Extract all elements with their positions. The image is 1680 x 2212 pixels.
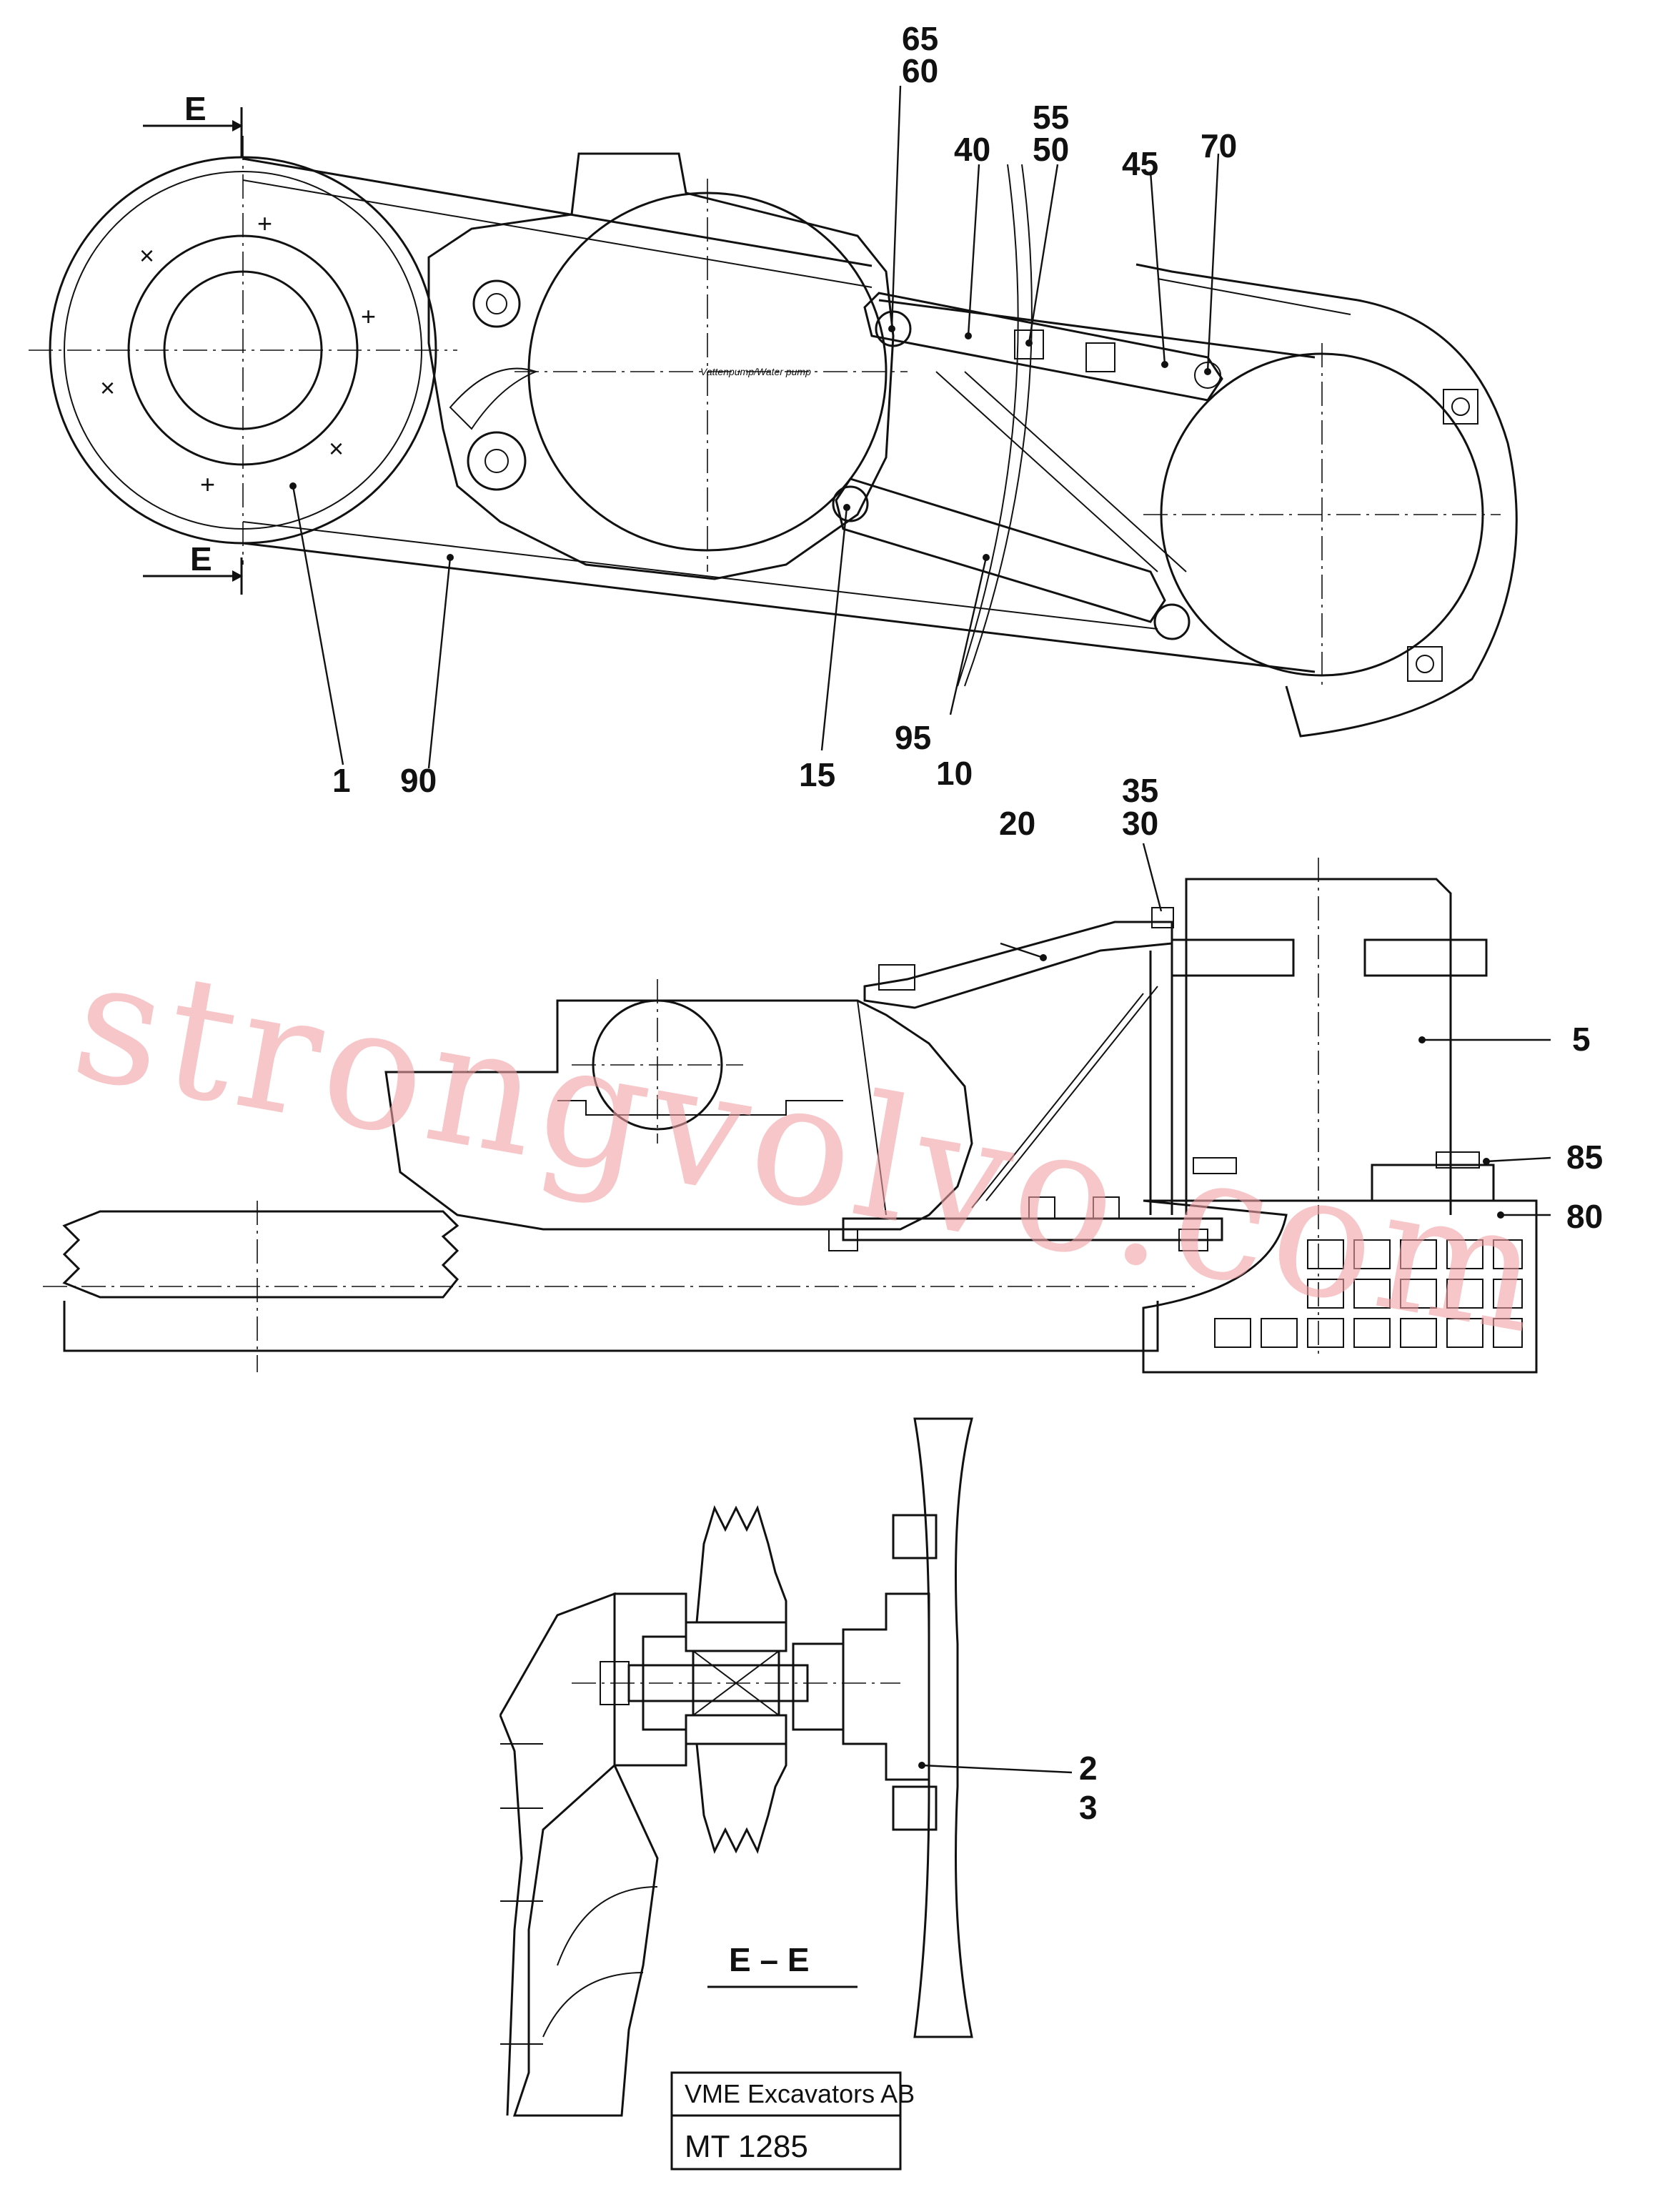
callout-85: 85 xyxy=(1566,1139,1603,1176)
callout-35: 35 xyxy=(1122,772,1158,809)
leaders-side xyxy=(1000,843,1551,1219)
title-block: VME Excavators AB MT 1285 xyxy=(670,2071,915,2171)
svg-text:+: + xyxy=(200,470,215,499)
company-name: VME Excavators AB xyxy=(685,2079,915,2108)
svg-text:+: + xyxy=(257,209,272,238)
callout-50: 50 xyxy=(1033,131,1069,168)
section-mark-bottom: E xyxy=(143,540,243,595)
callout-55: 55 xyxy=(1033,99,1069,136)
svg-text:×: × xyxy=(139,241,154,270)
drive-belt xyxy=(242,157,1316,673)
bracket xyxy=(863,907,1174,1215)
callout-70: 70 xyxy=(1201,127,1237,164)
callout-2: 2 xyxy=(1079,1750,1098,1787)
section-bracket xyxy=(499,1592,687,2117)
section-mark-top: E xyxy=(143,90,243,157)
adjust-bar-side xyxy=(828,1196,1223,1251)
pulley-side xyxy=(43,1201,1201,1372)
belt-guard xyxy=(1142,1199,1538,1374)
section-title: E – E xyxy=(729,1941,810,1978)
callout-15: 15 xyxy=(799,756,835,793)
leader-2-3 xyxy=(921,1764,1073,1774)
alternator-pulley xyxy=(1135,263,1518,738)
callout-10: 10 xyxy=(936,755,973,792)
callout-65: 65 xyxy=(902,20,938,57)
svg-text:×: × xyxy=(329,434,344,463)
section-hub xyxy=(792,1592,930,1781)
leaders-top xyxy=(289,85,1220,769)
callout-90: 90 xyxy=(400,762,437,799)
top-view: E E × + + × + × xyxy=(29,20,1518,799)
water-pump-label: Vattenpump/Water pump xyxy=(700,366,811,377)
section-bearing xyxy=(572,1650,900,1717)
callout-40: 40 xyxy=(954,131,990,168)
pump-housing-side xyxy=(384,979,973,1231)
drawing-number: MT 1285 xyxy=(685,2129,808,2164)
svg-text:×: × xyxy=(100,373,115,402)
callout-95: 95 xyxy=(895,719,931,756)
section-pulley xyxy=(685,1504,787,1855)
svg-text:+: + xyxy=(361,302,376,331)
callout-5: 5 xyxy=(1572,1021,1591,1058)
section-block xyxy=(892,1417,973,2038)
crank-pulley: × + + × + × xyxy=(29,136,457,565)
callout-60: 60 xyxy=(902,52,938,89)
callout-20: 20 xyxy=(999,805,1035,842)
section-view: 2 3 E – E xyxy=(499,1417,1098,2117)
section-letter-bottom: E xyxy=(190,540,212,577)
section-letter-top: E xyxy=(184,90,207,127)
callout-30: 30 xyxy=(1122,805,1158,842)
callout-3: 3 xyxy=(1079,1789,1098,1826)
water-pump: Vattenpump/Water pump xyxy=(427,152,908,580)
callout-45: 45 xyxy=(1122,145,1158,182)
alternator-body xyxy=(1170,858,1495,1358)
side-view: 35 30 20 5 85 80 xyxy=(43,772,1603,1374)
callout-1: 1 xyxy=(332,762,351,799)
callout-80: 80 xyxy=(1566,1198,1603,1235)
watermark: strongvolvo.com xyxy=(61,922,1559,1372)
